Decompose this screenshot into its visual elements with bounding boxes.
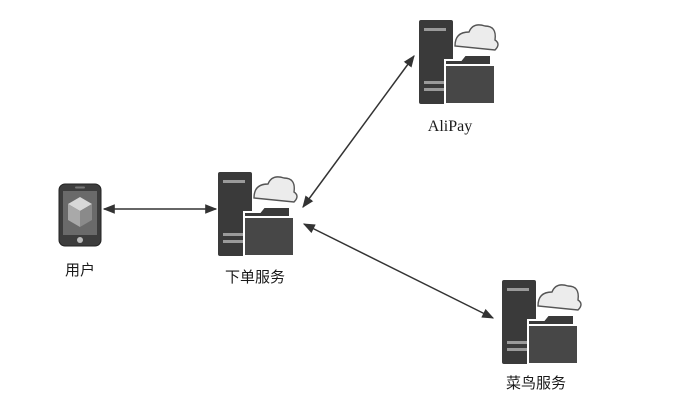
arrow-order-alipay [302, 55, 415, 208]
order-service-node [216, 170, 298, 264]
arrow-order-cainiao [302, 223, 495, 319]
user-label: 用户 [64, 261, 96, 279]
smartphone-icon [58, 183, 102, 247]
alipay-node [417, 18, 499, 112]
server-cloud-folder-icon [502, 280, 582, 365]
server-cloud-folder-icon [218, 172, 298, 257]
order-service-label: 下单服务 [224, 268, 286, 286]
user-node [58, 183, 102, 251]
cainiao-service-label: 菜鸟服务 [505, 374, 567, 392]
server-cloud-folder-icon [419, 20, 499, 105]
cainiao-service-node [500, 278, 582, 372]
alipay-label: AliPay [427, 118, 473, 135]
